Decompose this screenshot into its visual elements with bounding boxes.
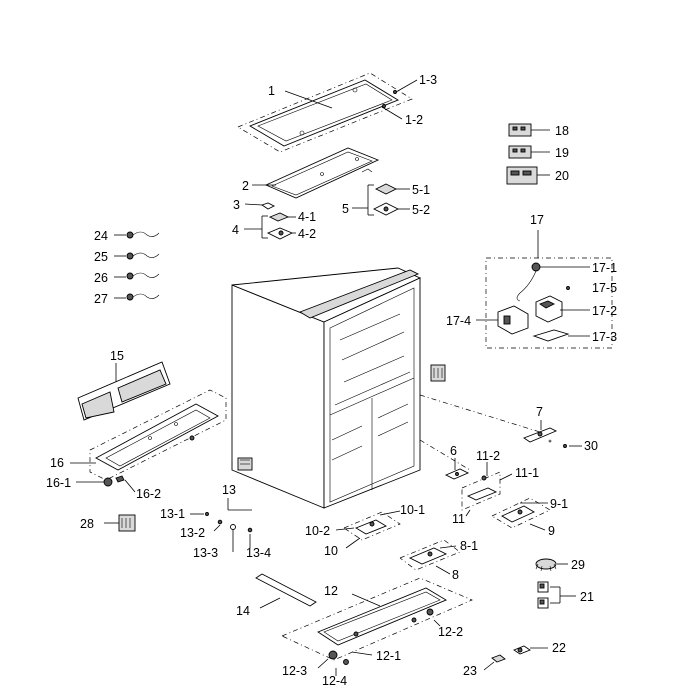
- label-13-4: 13-4: [246, 546, 271, 560]
- label-2: 2: [242, 179, 249, 193]
- label-4-1: 4-1: [298, 210, 316, 224]
- label-10-2: 10-2: [305, 524, 330, 538]
- part-2-plate: [264, 147, 380, 199]
- label-26: 26: [94, 271, 108, 285]
- label-11-1: 11-1: [515, 466, 539, 480]
- label-1-2: 1-2: [405, 113, 423, 127]
- label-19: 19: [555, 146, 569, 160]
- part-30-screw: [548, 439, 582, 448]
- part-16-2-screw: [115, 475, 125, 483]
- label-27: 27: [94, 292, 108, 306]
- part-17-4-damper: [476, 305, 529, 335]
- part-15-rear-panel: [77, 361, 171, 421]
- part-28-grille: [104, 514, 136, 532]
- part-22-valve: [513, 645, 548, 655]
- part-9-hinge-group: [491, 497, 551, 531]
- part-6-bracket: [444, 458, 470, 480]
- label-13-3: 13-3: [193, 546, 218, 560]
- refrigerator-cabinet: [231, 267, 422, 509]
- part-26-harness: [114, 272, 160, 280]
- label-12-3: 12-3: [282, 664, 307, 678]
- part-16-1-roller: [76, 477, 113, 487]
- label-13: 13: [222, 483, 236, 497]
- part-11-hinge-group: [461, 462, 513, 517]
- label-21: 21: [580, 590, 594, 604]
- vent-grille: [430, 364, 446, 382]
- part-24-harness: [114, 231, 160, 239]
- label-8: 8: [452, 568, 459, 582]
- part-16-base-plate: [89, 389, 227, 481]
- label-11-2: 11-2: [476, 449, 500, 463]
- label-16-1: 16-1: [46, 476, 71, 490]
- label-16: 16: [50, 456, 64, 470]
- part-10-hinge-group: [335, 510, 401, 549]
- part-23-fitting: [483, 654, 506, 671]
- part-7-hinge: [523, 420, 558, 443]
- part-3-clip: [260, 202, 276, 210]
- part-14-rail: [255, 573, 317, 609]
- label-5-1: 5-1: [412, 183, 430, 197]
- label-17: 17: [530, 213, 544, 227]
- part-17-2-motor: [535, 295, 590, 323]
- part-17-5-screw: [566, 286, 570, 290]
- part-20-control-board: [506, 166, 550, 185]
- label-24: 24: [94, 229, 108, 243]
- part-29-foot: [535, 558, 568, 572]
- label-8-1: 8-1: [460, 539, 478, 553]
- label-3: 3: [233, 198, 240, 212]
- label-11: 11: [452, 512, 465, 526]
- label-10: 10: [324, 544, 338, 558]
- label-18: 18: [555, 124, 569, 138]
- label-12-4: 12-4: [322, 674, 347, 688]
- part-19-module: [508, 145, 550, 159]
- label-20: 20: [555, 169, 569, 183]
- label-12-1: 12-1: [376, 649, 401, 663]
- label-4-2: 4-2: [298, 227, 316, 241]
- part-8-hinge-group: [399, 539, 461, 575]
- label-12-2: 12-2: [438, 625, 463, 639]
- label-1: 1: [268, 84, 275, 98]
- label-5-2: 5-2: [412, 203, 430, 217]
- label-17-4: 17-4: [446, 314, 471, 328]
- part-17-assembly-box: [485, 230, 613, 349]
- part-17-1-sensor-wire: [516, 262, 590, 302]
- label-22: 22: [552, 641, 566, 655]
- part-25-harness: [114, 252, 160, 260]
- part-12-lower-cover: [281, 577, 473, 676]
- label-25: 25: [94, 250, 108, 264]
- label-17-3: 17-3: [592, 330, 617, 344]
- label-1-3: 1-3: [419, 73, 437, 87]
- part-18-module: [508, 123, 550, 137]
- label-12: 12: [324, 584, 338, 598]
- part-1-top-cover: [237, 72, 413, 153]
- label-5: 5: [342, 202, 349, 216]
- part-labels: 1 1-3 1-2 18 19 20 2 5-1 3 5 5-2 4-1 17 …: [46, 73, 617, 688]
- part-21-connector: [537, 581, 576, 609]
- label-7: 7: [536, 405, 543, 419]
- label-28: 28: [80, 517, 94, 531]
- part-13-screw-set: [190, 498, 253, 552]
- part-17-3-heater: [532, 329, 590, 342]
- label-9: 9: [548, 524, 555, 538]
- label-23: 23: [463, 664, 477, 678]
- label-13-2: 13-2: [180, 526, 205, 540]
- label-29: 29: [571, 558, 585, 572]
- part-27-harness: [114, 293, 160, 301]
- label-10-1: 10-1: [400, 503, 425, 517]
- part-4-hinge-group: [244, 212, 296, 240]
- part-5-hinge-group: [352, 183, 410, 216]
- label-13-1: 13-1: [160, 507, 185, 521]
- label-16-2: 16-2: [136, 487, 161, 501]
- label-14: 14: [236, 604, 250, 618]
- label-15: 15: [110, 349, 124, 363]
- label-6: 6: [450, 444, 457, 458]
- label-9-1: 9-1: [550, 497, 568, 511]
- label-30: 30: [584, 439, 598, 453]
- label-17-5: 17-5: [592, 281, 617, 295]
- label-17-2: 17-2: [592, 304, 617, 318]
- label-17-1: 17-1: [592, 261, 617, 275]
- label-4: 4: [232, 223, 239, 237]
